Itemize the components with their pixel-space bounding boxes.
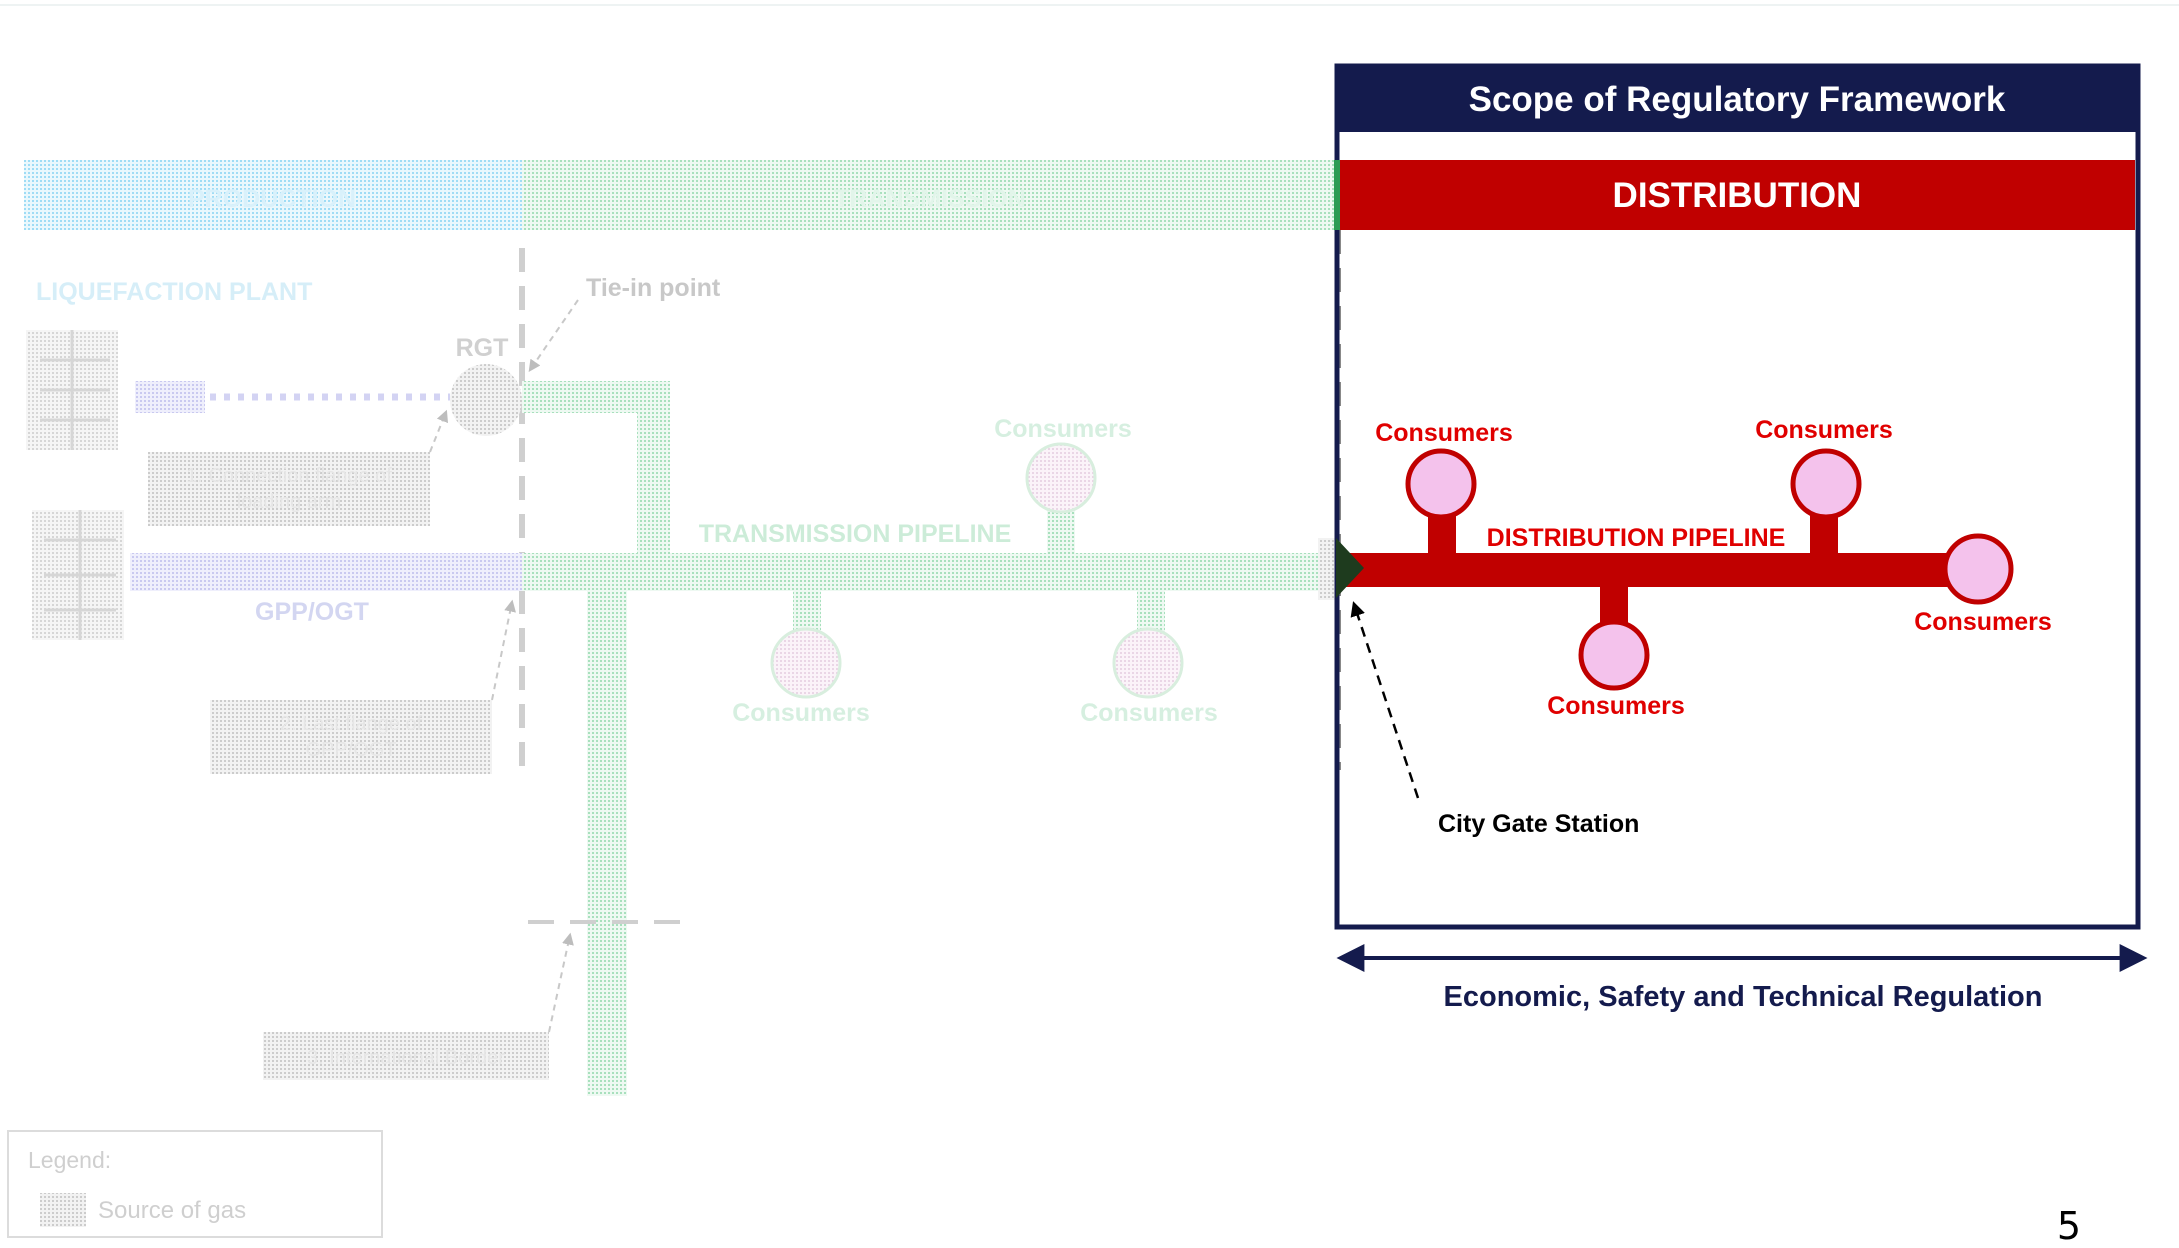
faded-consumer-2: Consumers (732, 627, 870, 727)
distribution-header (1340, 160, 2135, 230)
consumer-bottom: Consumers (1547, 619, 1685, 720)
faded-consumer-3-label: Consumers (1080, 699, 1218, 727)
connection-flange-line-1: 1. Connection flange of (186, 465, 392, 487)
last-flange-line-2: GPP/OGT (305, 739, 396, 761)
rgt-label: RGT (456, 334, 509, 362)
distribution-header-edge (1334, 160, 1340, 230)
page-number: 5 (2056, 1204, 2081, 1248)
production-label: PRODUCTION (188, 185, 356, 213)
transmission-header: TRANSMISSION (522, 160, 1337, 230)
faded-consumer-1-label: Consumers (994, 415, 1132, 443)
consumer-top-left: Consumers (1375, 419, 1513, 520)
tie-in-point-label: Tie-in point (586, 274, 721, 302)
legend-source-of-gas: Source of gas (98, 1197, 246, 1224)
production-header: PRODUCTION (24, 160, 522, 230)
consumer-end-label: Consumers (1914, 608, 2052, 636)
city-gate-station-label: City Gate Station (1438, 810, 1639, 838)
city-gate-arrowhead (1336, 538, 1364, 598)
connection-flange-note: 1. Connection flange of loading arm (148, 409, 449, 526)
city-gate-pointer (1350, 601, 1420, 799)
liquefaction-plant-icon (26, 330, 118, 450)
distribution-label: DISTRIBUTION (1613, 176, 1862, 215)
transmission-pipeline-label: TRANSMISSION PIPELINE (699, 520, 1012, 548)
consumer-top-left-label: Consumers (1375, 419, 1513, 447)
faded-consumer-3: Consumers (1080, 627, 1218, 727)
transmission-pipeline-network (522, 381, 1337, 1096)
rgt-node (450, 364, 522, 436)
top-rule (0, 4, 2179, 6)
last-flange-line-1: 2. Last flange of (280, 713, 423, 735)
liquefaction-plant-label: LIQUEFACTION PLANT (36, 278, 312, 306)
legend-swatch (40, 1193, 86, 1227)
gpp-source-pipe (130, 553, 522, 591)
gas-processing-plant-icon (32, 510, 124, 640)
consumer-end: Consumers (1914, 533, 2052, 636)
last-flange-note: 2. Last flange of GPP/OGT (210, 599, 516, 774)
distribution-pipeline-network (1342, 512, 1962, 631)
legend: Legend: Source of gas (7, 1130, 383, 1238)
tie-in-arrow (528, 299, 579, 372)
legend-title: Legend: (28, 1147, 111, 1173)
city-gate-block (1318, 538, 1338, 600)
faded-consumer-1: Consumers (994, 415, 1132, 514)
connection-flange-line-2: loading arm (237, 491, 342, 513)
international-border-text: 3. International Border (307, 1047, 505, 1069)
consumer-top-right: Consumers (1755, 416, 1893, 520)
international-border-note: 3. International Border (263, 932, 574, 1080)
faded-consumer-2-label: Consumers (732, 699, 870, 727)
regulation-label: Economic, Safety and Technical Regulatio… (1444, 981, 2043, 1013)
transmission-label: TRANSMISSION (834, 185, 1026, 213)
scope-title-bar (1337, 66, 2138, 132)
distribution-pipeline-label: DISTRIBUTION PIPELINE (1487, 524, 1786, 552)
consumer-bottom-label: Consumers (1547, 692, 1685, 720)
gpp-ogt-label: GPP/OGT (255, 598, 369, 626)
scope-title: Scope of Regulatory Framework (1469, 80, 2006, 119)
consumer-top-right-label: Consumers (1755, 416, 1893, 444)
lng-source-stub (135, 381, 205, 413)
